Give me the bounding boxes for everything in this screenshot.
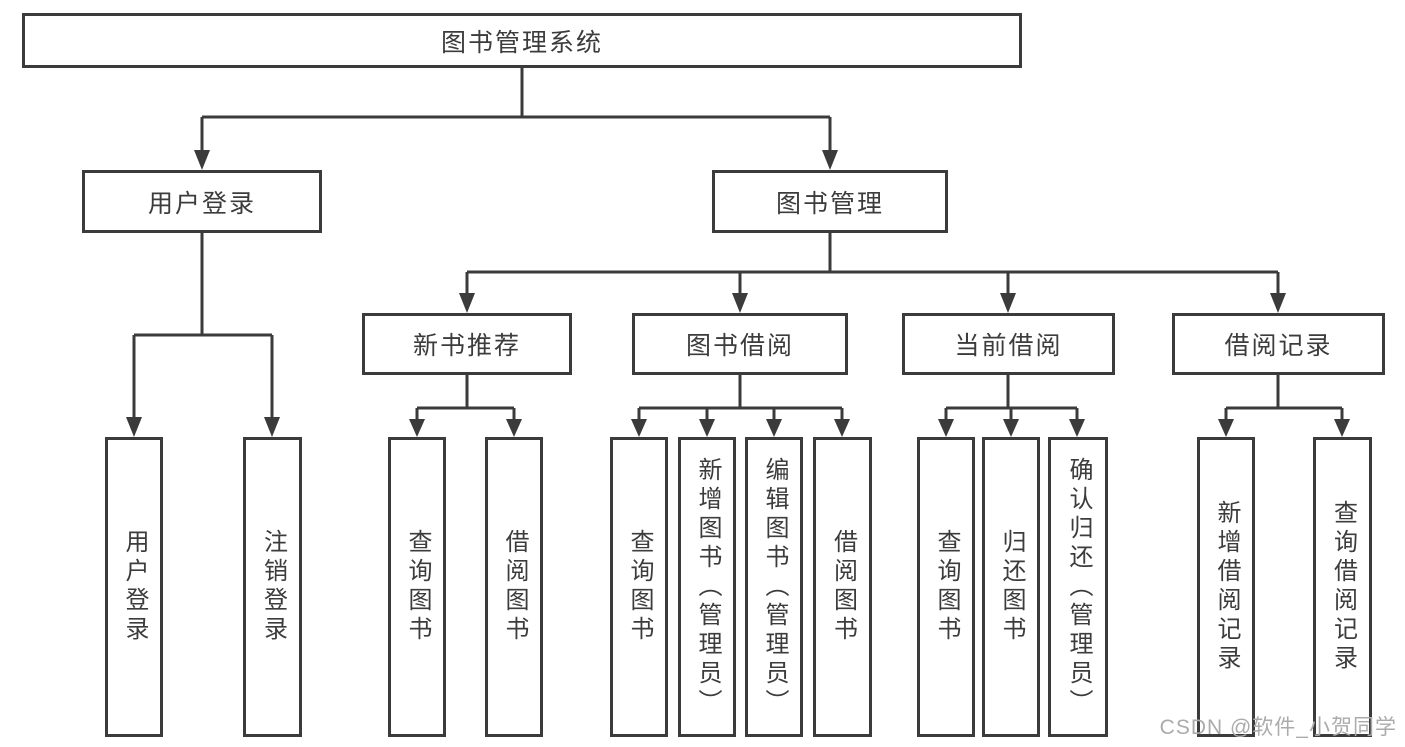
connector-book-borrow-group xyxy=(637,375,844,421)
node-leaf-query-borrow-record: 查询借阅记录 xyxy=(1313,437,1372,737)
arrowhead xyxy=(766,419,782,437)
node-borrow-records: 借阅记录 xyxy=(1172,313,1385,375)
connector-root-to-level2 xyxy=(200,68,832,152)
arrowhead xyxy=(1000,293,1016,313)
node-leaf-user-login: 用户登录 xyxy=(105,437,163,737)
arrowhead xyxy=(126,417,142,437)
arrowhead xyxy=(938,419,954,437)
node-leaf-edit-book-admin: 编辑图书（管理员） xyxy=(745,437,803,737)
connector-current-borrow-group xyxy=(944,375,1079,421)
node-leaf-borrow-books-new: 借阅图书 xyxy=(485,437,543,737)
connector-paths xyxy=(132,68,1344,421)
node-book-management: 图书管理 xyxy=(712,170,948,233)
arrowhead xyxy=(732,293,748,313)
arrowhead xyxy=(699,419,715,437)
node-user-login: 用户登录 xyxy=(82,170,322,233)
arrowhead xyxy=(1334,419,1350,437)
arrowhead xyxy=(1003,419,1019,437)
node-current-borrow: 当前借阅 xyxy=(902,313,1115,375)
arrowheads xyxy=(126,150,1350,437)
node-leaf-query-books-borrow: 查询图书 xyxy=(610,437,668,737)
connector-borrow-records-group xyxy=(1224,375,1344,421)
arrowhead xyxy=(194,150,210,170)
node-leaf-add-borrow-record: 新增借阅记录 xyxy=(1197,437,1255,737)
node-leaf-confirm-return-admin: 确认归还（管理员） xyxy=(1048,437,1108,737)
arrowhead xyxy=(459,293,475,313)
arrowhead xyxy=(506,419,522,437)
node-leaf-query-books-current: 查询图书 xyxy=(917,437,975,737)
node-new-books: 新书推荐 xyxy=(362,313,572,375)
arrowhead xyxy=(1270,293,1286,313)
arrowhead xyxy=(1069,419,1085,437)
connector-new-books-group xyxy=(415,375,516,421)
node-leaf-add-book-admin: 新增图书（管理员） xyxy=(678,437,736,737)
arrowhead xyxy=(822,150,838,170)
arrowhead xyxy=(409,419,425,437)
arrowhead xyxy=(631,419,647,437)
arrowhead xyxy=(264,417,280,437)
node-book-borrow: 图书借阅 xyxy=(632,313,848,375)
node-root: 图书管理系统 xyxy=(22,13,1022,68)
node-leaf-query-books-new: 查询图书 xyxy=(388,437,446,737)
node-leaf-return-book: 归还图书 xyxy=(982,437,1040,737)
node-leaf-borrow-books: 借阅图书 xyxy=(813,437,872,737)
arrowhead xyxy=(834,419,850,437)
connector-user-login-group xyxy=(132,233,274,419)
connector-book-management-to-sections xyxy=(465,233,1280,295)
arrowhead xyxy=(1218,419,1234,437)
node-leaf-logout: 注销登录 xyxy=(243,437,302,737)
csdn-watermark: CSDN @软件_小贺同学 xyxy=(1159,716,1397,739)
